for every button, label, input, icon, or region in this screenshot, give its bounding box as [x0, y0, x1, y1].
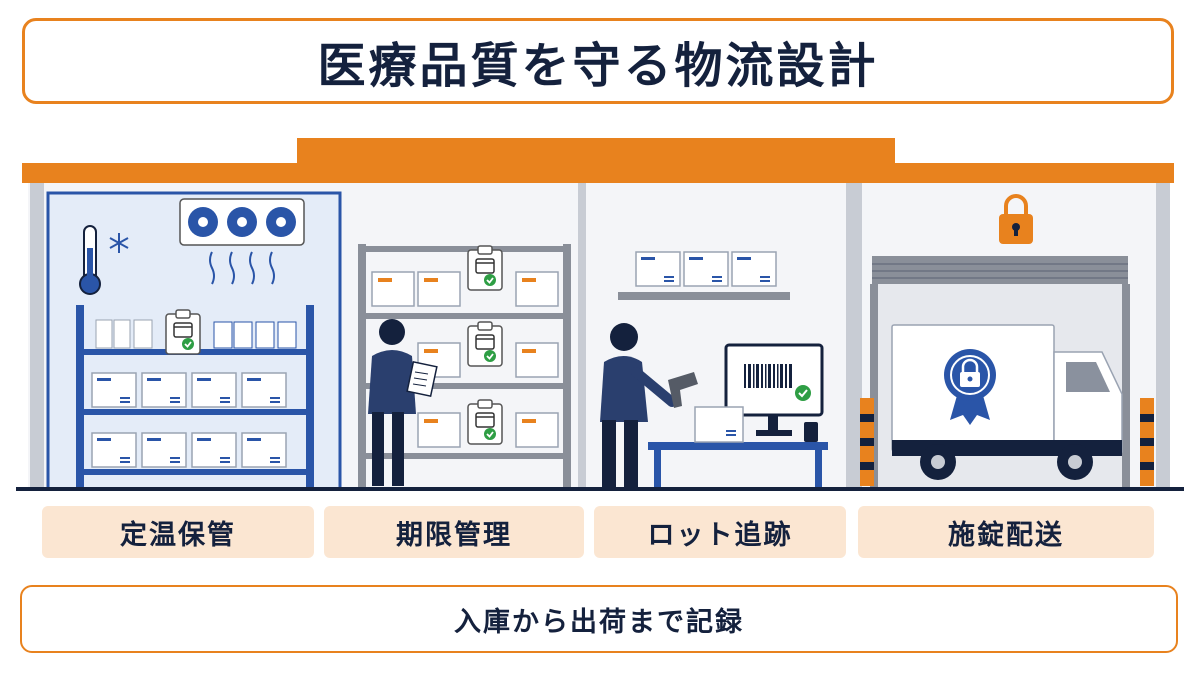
barcode-icon [744, 364, 792, 388]
label-lot-tracking: ロット追跡 [594, 506, 846, 558]
label-constant-temperature: 定温保管 [42, 506, 314, 558]
title-banner: 医療品質を守る物流設計 [22, 18, 1174, 104]
roof-upper [297, 138, 895, 164]
bollard-left [860, 398, 874, 486]
cold-shelf [76, 305, 314, 489]
worker-scanning [600, 323, 698, 488]
snowflake-icon [109, 233, 129, 253]
cooling-unit [179, 198, 305, 285]
worker-with-clipboard [368, 319, 438, 486]
bollard-right [1140, 398, 1154, 486]
expiry-shelf [358, 244, 571, 489]
footer-text: 入庫から出荷まで記録 [454, 606, 744, 638]
padlock-icon [999, 194, 1033, 244]
fan-icon [188, 207, 296, 237]
thermometer-icon [79, 225, 101, 295]
delivery-truck [891, 324, 1123, 480]
footer-banner: 入庫から出荷まで記録 [20, 585, 1178, 653]
roof-lower [22, 163, 1174, 183]
seal-lock-icon [944, 349, 996, 425]
floor-line [16, 487, 1184, 491]
locked-delivery-dock [860, 194, 1154, 489]
label-expiry-management: 期限管理 [324, 506, 584, 558]
cold-storage-room [46, 191, 342, 491]
page-title: 医療品質を守る物流設計 [317, 38, 879, 94]
label-locked-delivery: 施錠配送 [858, 506, 1154, 558]
lot-tracking-station [600, 251, 828, 489]
